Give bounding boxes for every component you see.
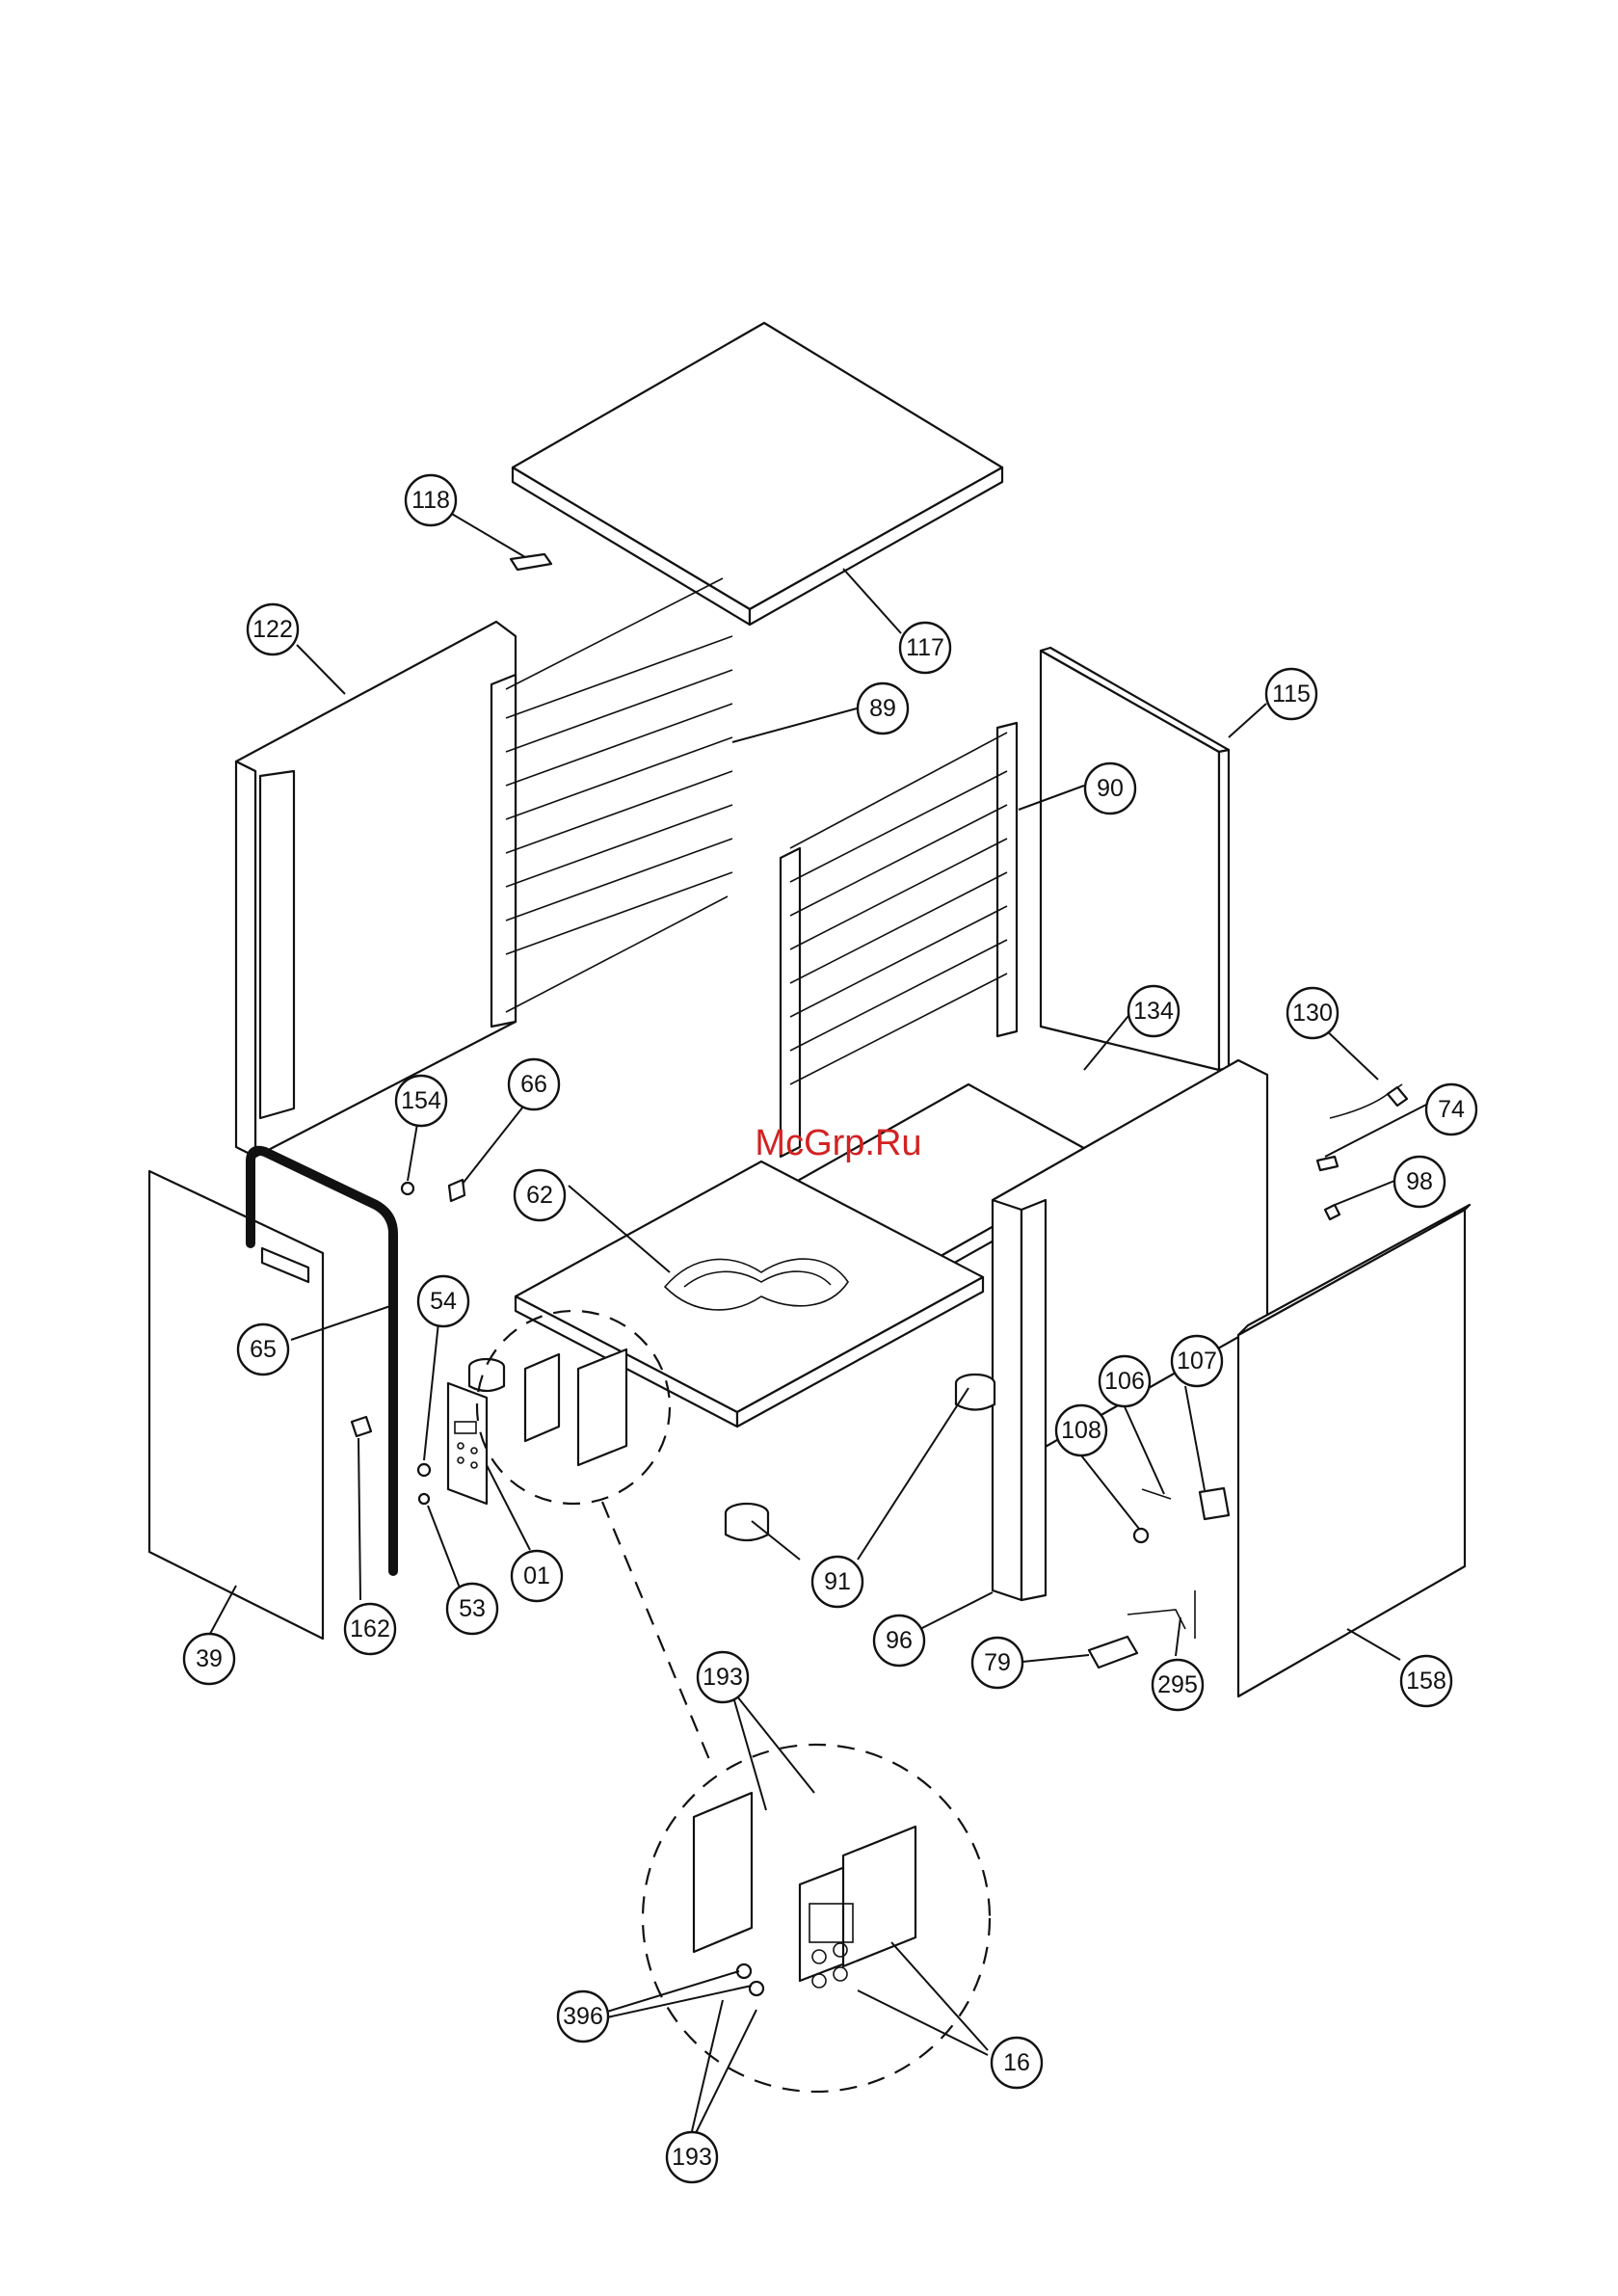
callout-108: 108 [1056, 1405, 1106, 1455]
callout-122: 122 [248, 604, 298, 654]
callout-label: 108 [1061, 1417, 1101, 1444]
callout-53: 53 [447, 1584, 497, 1634]
control-panel [448, 1383, 487, 1504]
callout-62: 62 [515, 1170, 565, 1220]
callout-label: 295 [1157, 1671, 1198, 1698]
callout-158: 158 [1401, 1656, 1451, 1706]
callout-74: 74 [1426, 1084, 1476, 1135]
callout-label: 130 [1292, 1000, 1333, 1027]
callout-label: 96 [886, 1627, 913, 1654]
callout-label: 154 [401, 1087, 441, 1114]
callout-130: 130 [1287, 988, 1338, 1038]
callout-107: 107 [1172, 1336, 1222, 1386]
detail-circle-large [643, 1745, 990, 2092]
callout-162: 162 [345, 1604, 395, 1654]
right-front-panel [1238, 1205, 1470, 1696]
callout-label: 158 [1406, 1668, 1446, 1695]
callout-label: 16 [1003, 2049, 1030, 2076]
callout-label: 01 [523, 1562, 550, 1589]
callout-118: 118 [406, 475, 456, 525]
top-panel [513, 323, 1002, 625]
callout-54: 54 [418, 1276, 468, 1326]
callout-193b: 193 [667, 2132, 717, 2182]
callout-label: 74 [1438, 1096, 1465, 1123]
callout-193a: 193 [698, 1652, 748, 1702]
callout-label: 91 [824, 1568, 851, 1595]
callout-label: 115 [1272, 681, 1311, 707]
callout-label: 65 [250, 1336, 277, 1363]
callout-label: 90 [1097, 775, 1124, 802]
callout-01: 01 [512, 1551, 562, 1601]
callout-117: 117 [900, 623, 950, 673]
callout-65: 65 [238, 1324, 288, 1375]
small-bracket [511, 554, 551, 570]
callout-90: 90 [1085, 763, 1135, 814]
callout-label: 193 [672, 2144, 712, 2171]
callout-label: 122 [252, 616, 293, 643]
callout-66: 66 [509, 1059, 559, 1109]
callout-98: 98 [1394, 1157, 1445, 1207]
left-side-panel [236, 622, 516, 1157]
callout-label: 62 [526, 1182, 553, 1209]
callout-label: 118 [411, 487, 450, 514]
callout-label: 54 [430, 1288, 457, 1315]
callout-91: 91 [812, 1557, 862, 1607]
callout-106: 106 [1100, 1356, 1150, 1406]
callout-label: 39 [196, 1645, 223, 1672]
callout-89: 89 [858, 683, 908, 734]
callout-154: 154 [396, 1076, 446, 1126]
callout-39: 39 [184, 1634, 234, 1684]
watermark: McGrp.Ru [755, 1123, 921, 1163]
callout-label: 107 [1177, 1348, 1217, 1375]
callout-label: 79 [984, 1649, 1011, 1676]
callout-79: 79 [972, 1638, 1022, 1688]
callout-16: 16 [992, 2038, 1042, 2088]
callout-label: 134 [1133, 998, 1174, 1025]
callout-label: 162 [350, 1615, 390, 1642]
detail-connector [602, 1502, 713, 1769]
callout-115: 115 [1266, 669, 1316, 719]
callout-295: 295 [1153, 1660, 1203, 1710]
callout-label: 66 [520, 1071, 547, 1098]
door [149, 1171, 323, 1639]
left-rack [491, 578, 732, 1027]
callout-label: 53 [459, 1595, 486, 1622]
callout-label: 117 [906, 634, 944, 661]
callout-label: 98 [1406, 1168, 1433, 1195]
callout-label: 106 [1104, 1368, 1145, 1395]
callout-label: 89 [869, 695, 896, 722]
callout-label: 193 [703, 1664, 743, 1691]
callout-396: 396 [558, 1991, 608, 2042]
callout-label: 396 [563, 2003, 603, 2030]
callout-96: 96 [874, 1615, 924, 1666]
callout-134: 134 [1128, 986, 1179, 1036]
